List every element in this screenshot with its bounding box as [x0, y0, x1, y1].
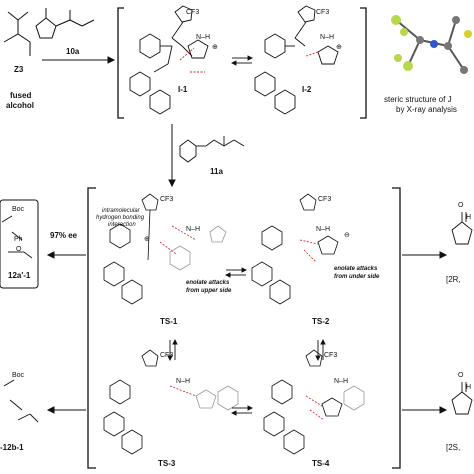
ts3-label: TS-3: [158, 459, 176, 468]
nh-i2: N–H: [320, 34, 335, 41]
product-2s-structure: [451, 382, 473, 415]
arrow-z3-to-i1: [42, 56, 116, 64]
cf3-ts2: CF3: [318, 196, 332, 203]
reagent-10a-label: 10a: [66, 47, 80, 56]
ts4-label: TS-4: [312, 459, 330, 468]
bracket-top: [117, 7, 367, 119]
reagent-11a-structure: [179, 136, 245, 163]
ts3-structure: [103, 349, 239, 455]
equilibrium-i1-i2: [230, 55, 254, 66]
cf3-i2: CF3: [316, 9, 330, 16]
annot-hbond: hydrogen bonding: [96, 215, 145, 221]
boc-top: Boc: [12, 206, 25, 213]
equilibrium-ts1-ts2: [224, 267, 248, 278]
nh-ts1: N–H: [186, 226, 201, 233]
ee-label: 97% ee: [50, 231, 78, 240]
bracket-ts: [87, 187, 401, 469]
xray-caption-2: by X-ray analysis: [396, 105, 457, 114]
ts2-label: TS-2: [312, 317, 330, 326]
xray-caption-1: steric structure of J: [384, 95, 452, 104]
product-12b-structure: [3, 379, 39, 423]
z3-label: Z3: [14, 65, 24, 74]
h-2r: H: [466, 214, 472, 221]
annot-interaction: interaction: [108, 222, 136, 228]
ts1-structure: [103, 193, 227, 305]
ph-top: Ph: [14, 236, 23, 243]
o-2s: O: [458, 372, 464, 379]
equilibrium-ts3-ts4: [230, 405, 254, 416]
o-2r: O: [458, 202, 464, 209]
annot-intramolecular: intramolecular: [102, 208, 140, 214]
minus-ts2: ⊖: [344, 232, 350, 239]
product-12a-label: 12a'-1: [8, 271, 31, 280]
i1-structure: [129, 5, 209, 115]
ts1-label: TS-1: [160, 317, 178, 326]
boc-bottom: Boc: [12, 372, 25, 379]
annot-under-1: enolate attacks: [334, 266, 378, 272]
annot-upper-1: enolate attacks: [186, 280, 230, 286]
arrow-to-2s: [402, 406, 448, 414]
equilibrium-ts1-ts3: [167, 338, 178, 362]
alcohol-label: alcohol: [6, 101, 35, 110]
annot-upper-2: from upper side: [186, 288, 232, 294]
i2-label: I-2: [302, 85, 312, 94]
nh-i1: N–H: [196, 34, 211, 41]
nh-ts2: N–H: [316, 226, 331, 233]
ts4-structure: [263, 349, 365, 455]
product-2r-label: [2R,: [446, 275, 461, 284]
product-12b-label: -12b-1: [0, 443, 24, 452]
o-top: O: [16, 246, 22, 253]
product-2r-structure: [451, 212, 473, 245]
product-box-12a: [0, 199, 39, 289]
cf3-ts1: CF3: [160, 196, 174, 203]
cf3-i1: CF3: [186, 9, 200, 16]
reagent-11a-label: 11a: [210, 167, 223, 176]
z3-structure: [3, 11, 31, 56]
cf3-ts3: CF3: [160, 352, 174, 359]
fused-label: fused: [10, 91, 32, 100]
equilibrium-ts2-ts4: [315, 338, 326, 362]
arrow-to-12b: [46, 406, 86, 414]
nh-ts4: N–H: [334, 378, 349, 385]
arrow-to-ts: [168, 124, 176, 188]
reagent-10a-structure: [35, 8, 95, 39]
cf3-ts4: CF3: [324, 352, 338, 359]
i1-label: I-1: [178, 85, 188, 94]
i2-structure: [254, 5, 339, 115]
nh-ts3: N–H: [176, 378, 191, 385]
plus-i1: ⊕: [212, 44, 218, 51]
xray-structure: [391, 15, 472, 74]
product-12a-structure: [1, 215, 33, 259]
plus-i2: ⊕: [336, 44, 342, 51]
annot-under-2: from under side: [334, 274, 380, 280]
plus-ts1: ⊕: [144, 236, 150, 243]
ts2-structure: [251, 193, 339, 305]
arrow-to-2r: [402, 251, 448, 259]
h-2s: H: [466, 384, 472, 391]
arrow-to-12a: [46, 251, 86, 259]
product-2s-label: [2S,: [446, 443, 461, 452]
